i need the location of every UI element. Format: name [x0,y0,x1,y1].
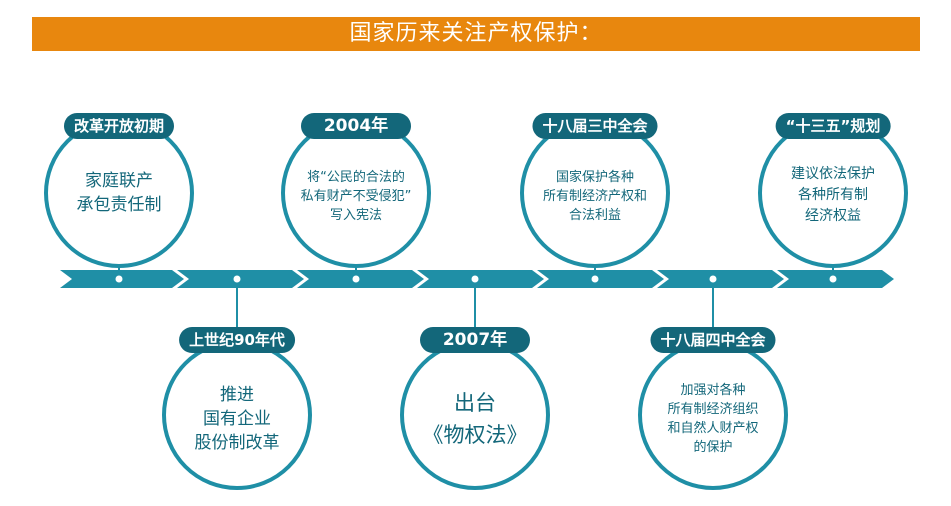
event-node-6: 加强对各种 所有制经济组织 和自然人财产权 的保护 [638,340,788,490]
event-line: 的保护 [693,440,733,455]
timeline-dot-7 [829,275,837,283]
banner-title: 国家历来关注产权保护： [32,17,920,51]
event-node-5: 国家保护各种 所有制经济产权和 合法利益 [520,118,670,268]
event-circle [281,118,431,268]
event-description: 出台 《物权法》 [400,340,550,490]
event-circle [44,118,194,268]
event-line: 和自然人财产权 [667,421,759,436]
arrow-segment-5 [537,270,664,288]
event-line: 股份制改革 [194,433,280,453]
event-line: 将“公民的合法的 [307,169,405,185]
timeline-dot-4 [471,275,479,283]
event-description: 推进 国有企业 股份制改革 [162,340,312,490]
event-line: 经济权益 [805,207,861,224]
event-line: 家庭联产 [85,171,153,191]
event-line: 承包责任制 [76,195,162,215]
event-line: 建议依法保护 [791,165,875,182]
timeline-dot-2 [233,275,241,283]
event-line: 《物权法》 [422,423,528,447]
event-circle [400,340,550,490]
event-node-4: 出台 《物权法》 [400,340,550,490]
event-line: 推进 [220,385,254,405]
event-line: 写入宪法 [329,207,382,223]
event-node-2: 推进 国有企业 股份制改革 [162,340,312,490]
timeline-dots [115,275,837,283]
event-tag-3: 2004年 [301,113,411,139]
event-tag-7: “十三五”规划 [775,113,891,139]
event-line: 国有企业 [203,409,271,429]
event-description: 将“公民的合法的 私有财产不受侵犯” 写入宪法 [281,118,431,268]
event-circle [162,340,312,490]
event-line: 各种所有制 [798,186,868,203]
arrow-segment-6 [657,270,784,288]
event-node-1: 家庭联产 承包责任制 [44,118,194,268]
event-description: 建议依法保护 各种所有制 经济权益 [758,118,908,268]
timeline-dot-5 [591,275,599,283]
timeline-dot-6 [709,275,717,283]
event-node-3: 将“公民的合法的 私有财产不受侵犯” 写入宪法 [281,118,431,268]
event-description: 国家保护各种 所有制经济产权和 合法利益 [520,118,670,268]
event-tag-1: 改革开放初期 [63,113,175,139]
event-tag-5: 十八届三中全会 [532,113,658,139]
event-tag-2: 上世纪90年代 [179,327,295,353]
event-line: 所有制经济产权和 [542,188,647,204]
event-line: 所有制经济组织 [667,402,759,417]
event-line: 出台 [454,391,496,415]
event-tag-4: 2007年 [420,327,530,353]
event-line: 国家保护各种 [555,169,634,185]
event-tag-6: 十八届四中全会 [650,327,776,353]
event-node-7: 建议依法保护 各种所有制 经济权益 [758,118,908,268]
timeline-dot-1 [115,275,123,283]
arrow-segments [60,270,894,288]
event-line: 加强对各种 [680,383,746,398]
event-line: 合法利益 [568,207,621,223]
arrow-segment-4 [417,270,544,288]
arrow-segment-3 [297,270,424,288]
event-description: 家庭联产 承包责任制 [44,118,194,268]
timeline-dot-3 [352,275,360,283]
event-description: 加强对各种 所有制经济组织 和自然人财产权 的保护 [638,340,788,490]
event-line: 私有财产不受侵犯” [300,188,412,204]
